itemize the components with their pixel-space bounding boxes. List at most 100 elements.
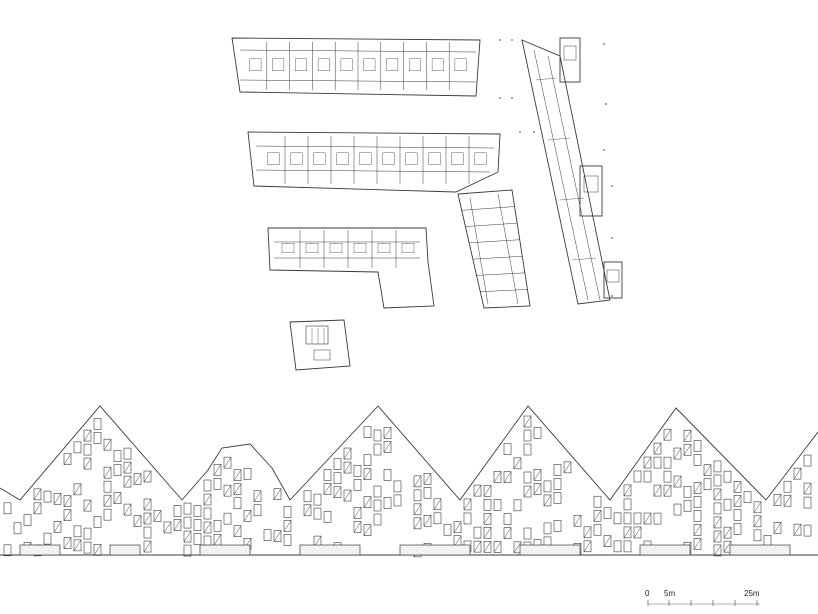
elevation-window <box>523 527 532 540</box>
elevation-window <box>53 521 62 533</box>
elevation-window <box>333 472 342 485</box>
elevation-window <box>243 467 252 480</box>
elevation-window <box>483 512 492 525</box>
elevation-window <box>143 470 152 483</box>
window-diagonal <box>623 526 632 539</box>
elevation-window <box>473 484 482 497</box>
elevation-window <box>353 521 362 533</box>
window-diagonal <box>513 541 522 553</box>
elevation-window <box>503 513 512 525</box>
window-diagonal <box>183 530 192 543</box>
window-diagonal <box>733 495 742 507</box>
elevation-window <box>683 429 692 442</box>
window-diagonal <box>653 484 662 497</box>
window-diagonal <box>33 502 42 514</box>
window-diagonal <box>503 471 512 483</box>
elevation-window <box>683 485 692 498</box>
room-fixture <box>340 58 353 71</box>
window-diagonal <box>213 464 222 476</box>
window-diagonal <box>53 521 62 533</box>
elevation-window <box>273 488 282 500</box>
elevation-window <box>133 473 142 485</box>
window-diagonal <box>323 483 332 495</box>
ground-opening <box>729 544 791 556</box>
window-diagonal <box>773 522 782 534</box>
elevation-window <box>373 513 382 526</box>
window-diagonal <box>283 520 292 532</box>
room-fixture <box>451 152 464 166</box>
room-fixture <box>363 58 376 71</box>
elevation-window <box>703 464 712 477</box>
elevation-window <box>623 540 632 553</box>
window-diagonal <box>63 453 72 465</box>
elevation-window <box>233 483 242 496</box>
window-diagonal <box>533 469 542 481</box>
elevation-window <box>613 512 622 525</box>
elevation-window <box>413 489 422 502</box>
elevation-window <box>73 483 82 496</box>
elevation-window <box>553 520 562 532</box>
elevation-window <box>83 527 92 540</box>
elevation-window <box>283 520 292 532</box>
elevation-window <box>683 499 692 512</box>
elevation-window <box>353 465 362 477</box>
window-diagonal <box>143 470 152 483</box>
elevation-window <box>13 522 22 535</box>
window-diagonal <box>73 539 82 551</box>
elevation-window <box>373 485 382 498</box>
elevation-window <box>363 468 372 480</box>
column-dots <box>499 39 613 297</box>
partition-wall <box>465 222 518 227</box>
elevation-window <box>313 507 322 520</box>
elevation-window <box>173 505 182 517</box>
window-diagonal <box>683 444 692 456</box>
window-diagonal <box>143 540 152 553</box>
elevation-window <box>413 503 422 516</box>
elevation-window <box>643 470 652 483</box>
elevation-window <box>93 432 102 444</box>
elevation-window <box>233 469 242 482</box>
column-marker <box>603 149 605 151</box>
column-marker <box>499 97 501 99</box>
elevation-window <box>623 484 632 497</box>
elevation-window <box>723 498 732 511</box>
window-diagonal <box>243 510 252 522</box>
window-diagonal <box>143 498 152 511</box>
elevation-window <box>533 483 542 495</box>
window-diagonal <box>503 527 512 539</box>
elevation-window <box>543 494 552 507</box>
elevation-window <box>543 480 552 493</box>
window-diagonal <box>453 521 462 533</box>
elevation-window <box>323 511 332 523</box>
window-diagonal <box>673 475 682 488</box>
elevation-window <box>363 454 372 466</box>
window-diagonal <box>333 486 342 498</box>
elevation-window <box>733 523 742 535</box>
floor-plan-block-2 <box>247 131 501 193</box>
room-fixture <box>295 58 307 71</box>
elevation-window <box>753 515 762 528</box>
window-diagonal <box>533 483 542 495</box>
elevation-window <box>123 447 132 460</box>
elevation-window <box>63 509 72 521</box>
column-marker <box>511 97 513 99</box>
ground-opening <box>399 544 471 556</box>
elevation-window <box>343 489 352 502</box>
window-diagonal <box>103 439 112 451</box>
window-diagonal <box>663 429 672 441</box>
window-diagonal <box>343 447 352 460</box>
elevation-window <box>423 515 432 527</box>
elevation-window <box>333 458 342 471</box>
room-fixture <box>359 152 372 166</box>
elevation-window <box>53 493 62 505</box>
elevation-window <box>713 530 722 543</box>
elevation-window <box>373 499 382 512</box>
window-diagonal <box>523 485 532 498</box>
elevation-window <box>213 477 222 490</box>
column-marker <box>533 131 535 133</box>
elevation-window <box>413 475 422 488</box>
elevation-window <box>103 494 112 507</box>
elevation-window <box>773 522 782 534</box>
elevation-window <box>303 504 312 517</box>
